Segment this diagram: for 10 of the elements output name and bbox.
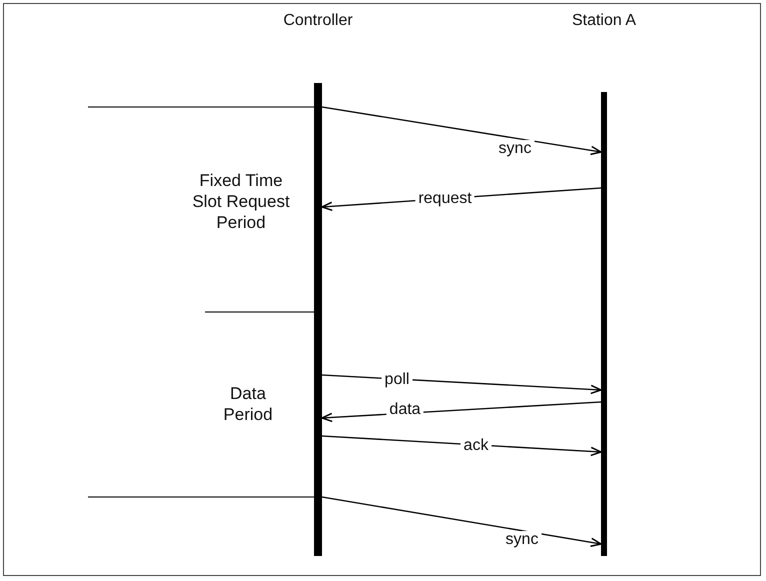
lifeline-heading: Station A bbox=[570, 12, 638, 30]
message-arrow bbox=[322, 374, 602, 394]
message-arrow bbox=[322, 106, 602, 156]
message-arrow bbox=[322, 496, 602, 548]
edge-label: poll bbox=[382, 371, 412, 389]
period-label: Fixed Time Slot Request Period bbox=[191, 170, 291, 233]
lifeline-heading: Controller bbox=[282, 12, 354, 30]
edge-label: request bbox=[415, 190, 475, 208]
period-label: Data Period bbox=[222, 383, 274, 425]
message-arrow bbox=[322, 435, 602, 456]
